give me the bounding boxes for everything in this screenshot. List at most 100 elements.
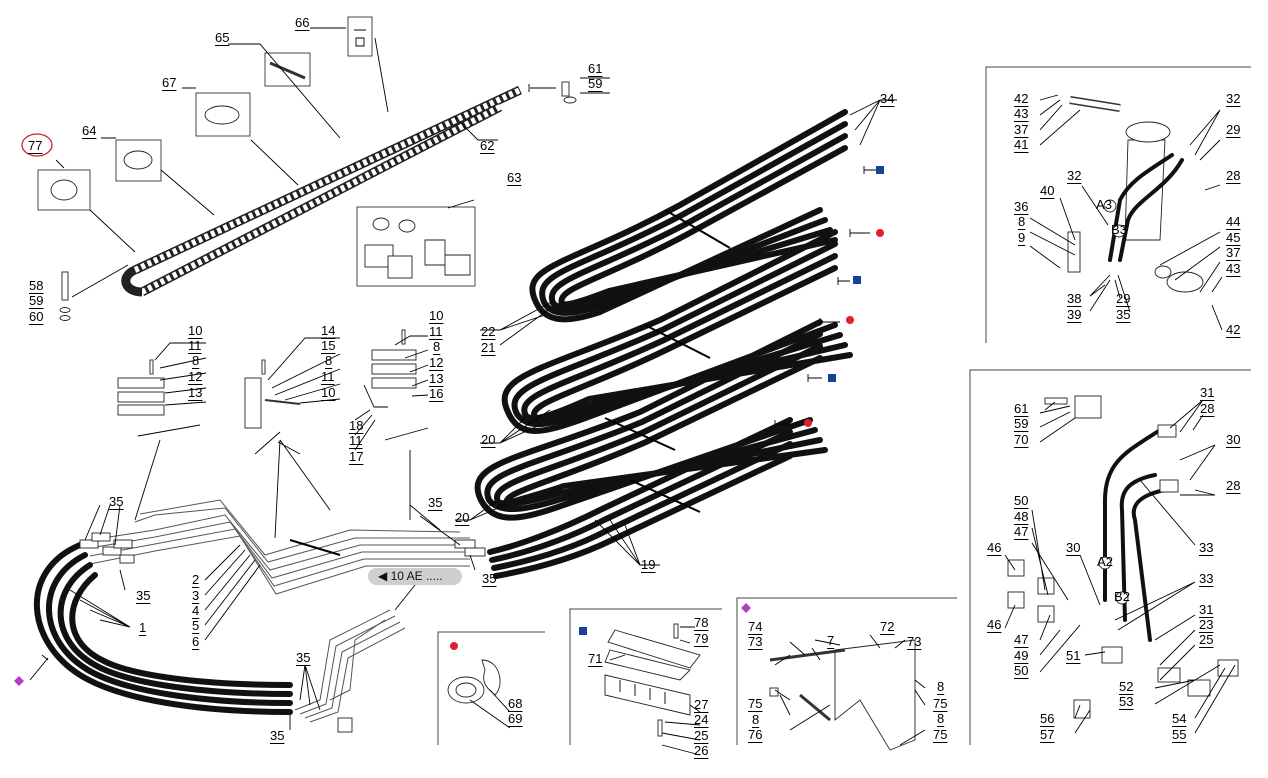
hose-bundle-20-upper (501, 229, 853, 434)
part-number: 31 (1200, 385, 1214, 400)
part-number: 48 (1014, 509, 1028, 524)
highlighted-part-number: 77 (28, 138, 42, 153)
valve-detail-hoses (1098, 428, 1167, 642)
part-number: 75 (748, 696, 762, 711)
red-marker (804, 419, 812, 427)
part-number: 50 (1014, 493, 1028, 508)
part-number: 62 (480, 138, 494, 153)
part-number: 66 (295, 15, 309, 30)
part-number: 59 (588, 76, 602, 91)
part-number: 10 (429, 308, 443, 323)
hose-tag: B2 (1114, 589, 1130, 604)
clamp-group-left (117, 359, 165, 416)
part-number: 50 (1014, 663, 1028, 678)
part-number: 8 (937, 711, 944, 726)
part-number: 57 (1040, 727, 1054, 742)
blue-detail-frame (569, 608, 722, 745)
part-66-box (347, 16, 373, 57)
part-number: 68 (508, 696, 522, 711)
part-number: 14 (321, 323, 335, 338)
part-number: 47 (1014, 524, 1028, 539)
part-number: 8 (325, 353, 332, 368)
part-number: 70 (1014, 432, 1028, 447)
hose-tag: B3 (1111, 222, 1127, 237)
part-number: 21 (481, 340, 495, 355)
fittings-cluster (79, 532, 486, 564)
part-number: 55 (1172, 727, 1186, 742)
part-number: 9 (1018, 230, 1025, 245)
part-number: 1 (139, 620, 146, 635)
part-number: 34 (880, 91, 894, 106)
part-number: 27 (694, 697, 708, 712)
part-number: 63 (507, 170, 521, 185)
part-number: 13 (429, 371, 443, 386)
part-number-labels: 66 65 67 64 77 61 59 62 63 58 59 60 34 2… (28, 15, 1241, 759)
part-number: 20 (481, 432, 495, 447)
blue-marker (579, 627, 587, 635)
part-number: 32 (1226, 91, 1240, 106)
reference-note-text: 10 AE ..... (390, 569, 443, 583)
red-marker (846, 316, 854, 324)
part-number: 43 (1014, 106, 1028, 121)
part-number: 11 (188, 338, 202, 353)
return-hose-loop (33, 542, 293, 715)
part-number: 45 (1226, 230, 1240, 245)
part-number: 51 (1066, 648, 1080, 663)
part-number: 29 (1226, 122, 1240, 137)
part-number: 11 (429, 324, 443, 339)
blue-marker (828, 374, 836, 382)
part-number: 61 (588, 61, 602, 76)
part-number: 69 (508, 711, 522, 726)
part-number: 64 (82, 123, 96, 138)
part-number: 24 (694, 712, 708, 727)
part-number: 73 (907, 634, 921, 649)
part-number: 76 (748, 727, 762, 742)
clamp-group-center (244, 359, 301, 429)
purple-marker (741, 603, 751, 613)
part-number: 10 (321, 385, 335, 400)
part-number: 3 (192, 588, 199, 603)
blue-marker (853, 276, 861, 284)
cylinder-hose-tags (1103, 199, 1126, 238)
part-number: 52 (1119, 679, 1133, 694)
part-number: 33 (1199, 571, 1213, 586)
part-number: 35 (1116, 307, 1130, 322)
part-number: 39 (1067, 307, 1081, 322)
part-number: 32 (1067, 168, 1081, 183)
part-number: 2 (192, 572, 199, 587)
part-number: 10 (188, 323, 202, 338)
part-number: 47 (1014, 632, 1028, 647)
part-number: 16 (429, 386, 443, 401)
part-number: 35 (109, 494, 123, 509)
part-number: 25 (1199, 632, 1213, 647)
cylinder-hoses (1108, 153, 1184, 262)
hose-bundle-22 (529, 109, 848, 323)
part-number: 43 (1226, 261, 1240, 276)
part-number: 17 (349, 449, 363, 464)
blue-marker (876, 166, 884, 174)
part-number: 33 (1199, 540, 1213, 555)
part-number: 18 (349, 418, 363, 433)
part-number: 44 (1226, 214, 1240, 229)
part-number: 41 (1014, 137, 1028, 152)
part-number: 13 (188, 385, 202, 400)
cable-chain (121, 85, 522, 297)
part-number: 31 (1199, 602, 1213, 617)
part-number: 73 (748, 634, 762, 649)
part-number: 35 (428, 495, 442, 510)
part-number: 30 (1066, 540, 1080, 555)
part-number: 35 (270, 728, 284, 743)
part-number: 4 (192, 603, 199, 618)
part-number: 20 (455, 510, 469, 525)
part-number: 54 (1172, 711, 1186, 726)
part-number: 5 (192, 618, 199, 633)
purple-detail-frame (736, 597, 957, 745)
part-number: 79 (694, 631, 708, 646)
part-number: 19 (641, 557, 655, 572)
part-number: 53 (1119, 694, 1133, 709)
hydraulic-cylinder (1067, 96, 1204, 293)
part-number: 8 (1018, 214, 1025, 229)
part-number: 65 (215, 30, 229, 45)
